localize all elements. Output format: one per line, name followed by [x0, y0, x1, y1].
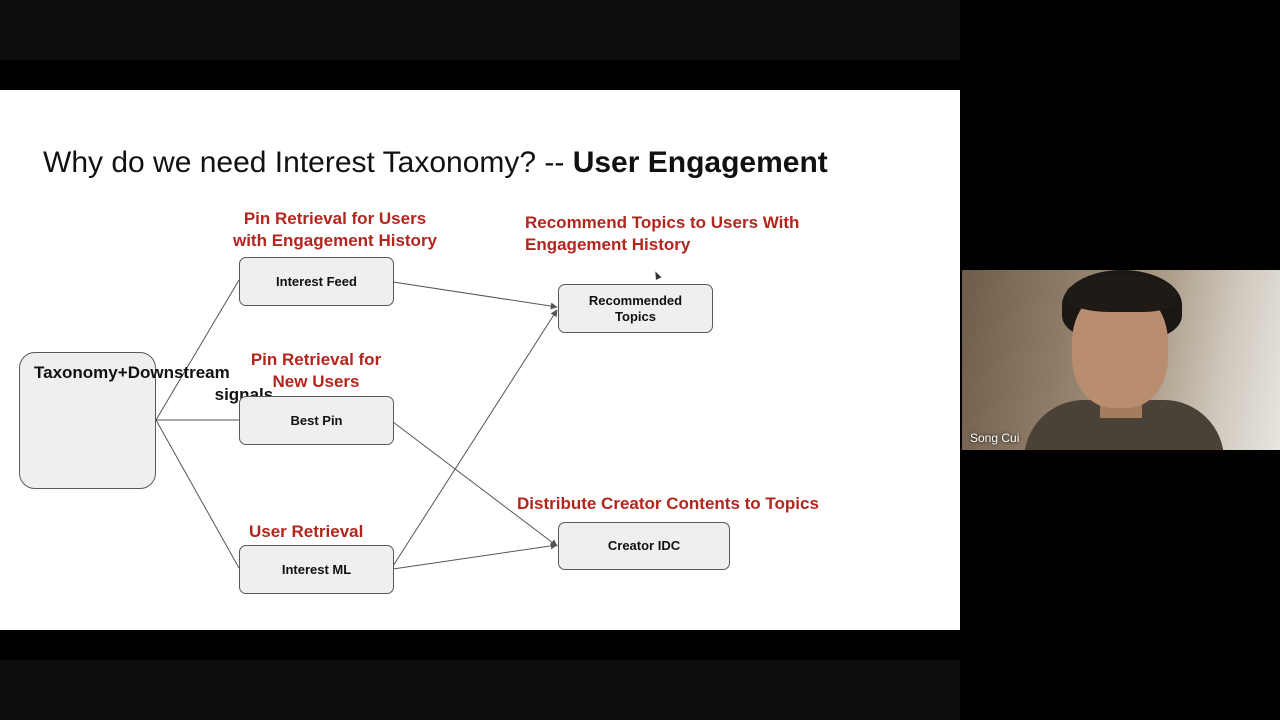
bottom-letterbox [0, 660, 960, 720]
edge-taxonomy-interest-ml [155, 419, 240, 569]
edge-taxonomy-interest-feed [155, 279, 240, 421]
arrow-interest-ml-to-creator [392, 542, 558, 570]
node-creator-idc: Creator IDC [558, 522, 730, 570]
label-pin-retrieval-new-line2: New Users [272, 372, 360, 391]
presentation-slide: Why do we need Interest Taxonomy? -- Use… [0, 90, 960, 630]
node-recommended-topics-line2: Topics [615, 308, 656, 324]
label-recommend-topics-line1: Recommend Topics to Users With [525, 213, 800, 232]
label-recommend-topics: Recommend Topics to Users With Engagemen… [525, 212, 799, 256]
label-distribute-creator: Distribute Creator Contents to Topics [517, 494, 819, 513]
label-recommend-topics-line2: Engagement History [525, 235, 691, 254]
node-taxonomy: Taxonomy + Downstrea m signals [19, 352, 273, 489]
node-taxonomy-line1: Taxonomy [34, 363, 118, 382]
arrow-interest-feed-to-topics [392, 281, 558, 310]
participant-hair-front [1066, 276, 1176, 312]
node-interest-feed: Interest Feed [239, 257, 394, 306]
label-pin-retrieval-users-line1: Pin Retrieval for Users [243, 209, 427, 228]
participant-name-label: Song Cui [970, 431, 1020, 445]
slide-title-prefix: Why do we need Interest Taxonomy? -- [43, 146, 573, 179]
participant-video-tile[interactable]: Song Cui [962, 270, 1280, 450]
slide-title: Why do we need Interest Taxonomy? -- Use… [43, 146, 828, 180]
top-letterbox [0, 0, 960, 60]
label-pin-retrieval-new-users: Pin Retrieval for New Users [236, 349, 396, 393]
node-best-pin: Best Pin [239, 396, 394, 445]
arrow-best-pin-to-creator [392, 421, 558, 547]
node-taxonomy-line3: Downstrea [127, 363, 215, 382]
label-user-retrieval: User Retrieval [249, 522, 364, 541]
node-recommended-topics: Recommended Topics [558, 284, 713, 333]
node-recommended-topics-line1: Recommended [588, 292, 683, 308]
node-interest-ml: Interest ML [239, 545, 394, 594]
label-pin-retrieval-users: Pin Retrieval for Users with Engagement … [223, 208, 447, 252]
slide-title-bold: User Engagement [572, 146, 828, 179]
label-pin-retrieval-users-line2: with Engagement History [232, 231, 438, 250]
arrow-interest-ml-to-topics [392, 309, 558, 567]
diagram-connectors [155, 279, 558, 570]
label-pin-retrieval-new-line1: Pin Retrieval for [250, 350, 382, 369]
node-taxonomy-line2: + [117, 363, 128, 382]
